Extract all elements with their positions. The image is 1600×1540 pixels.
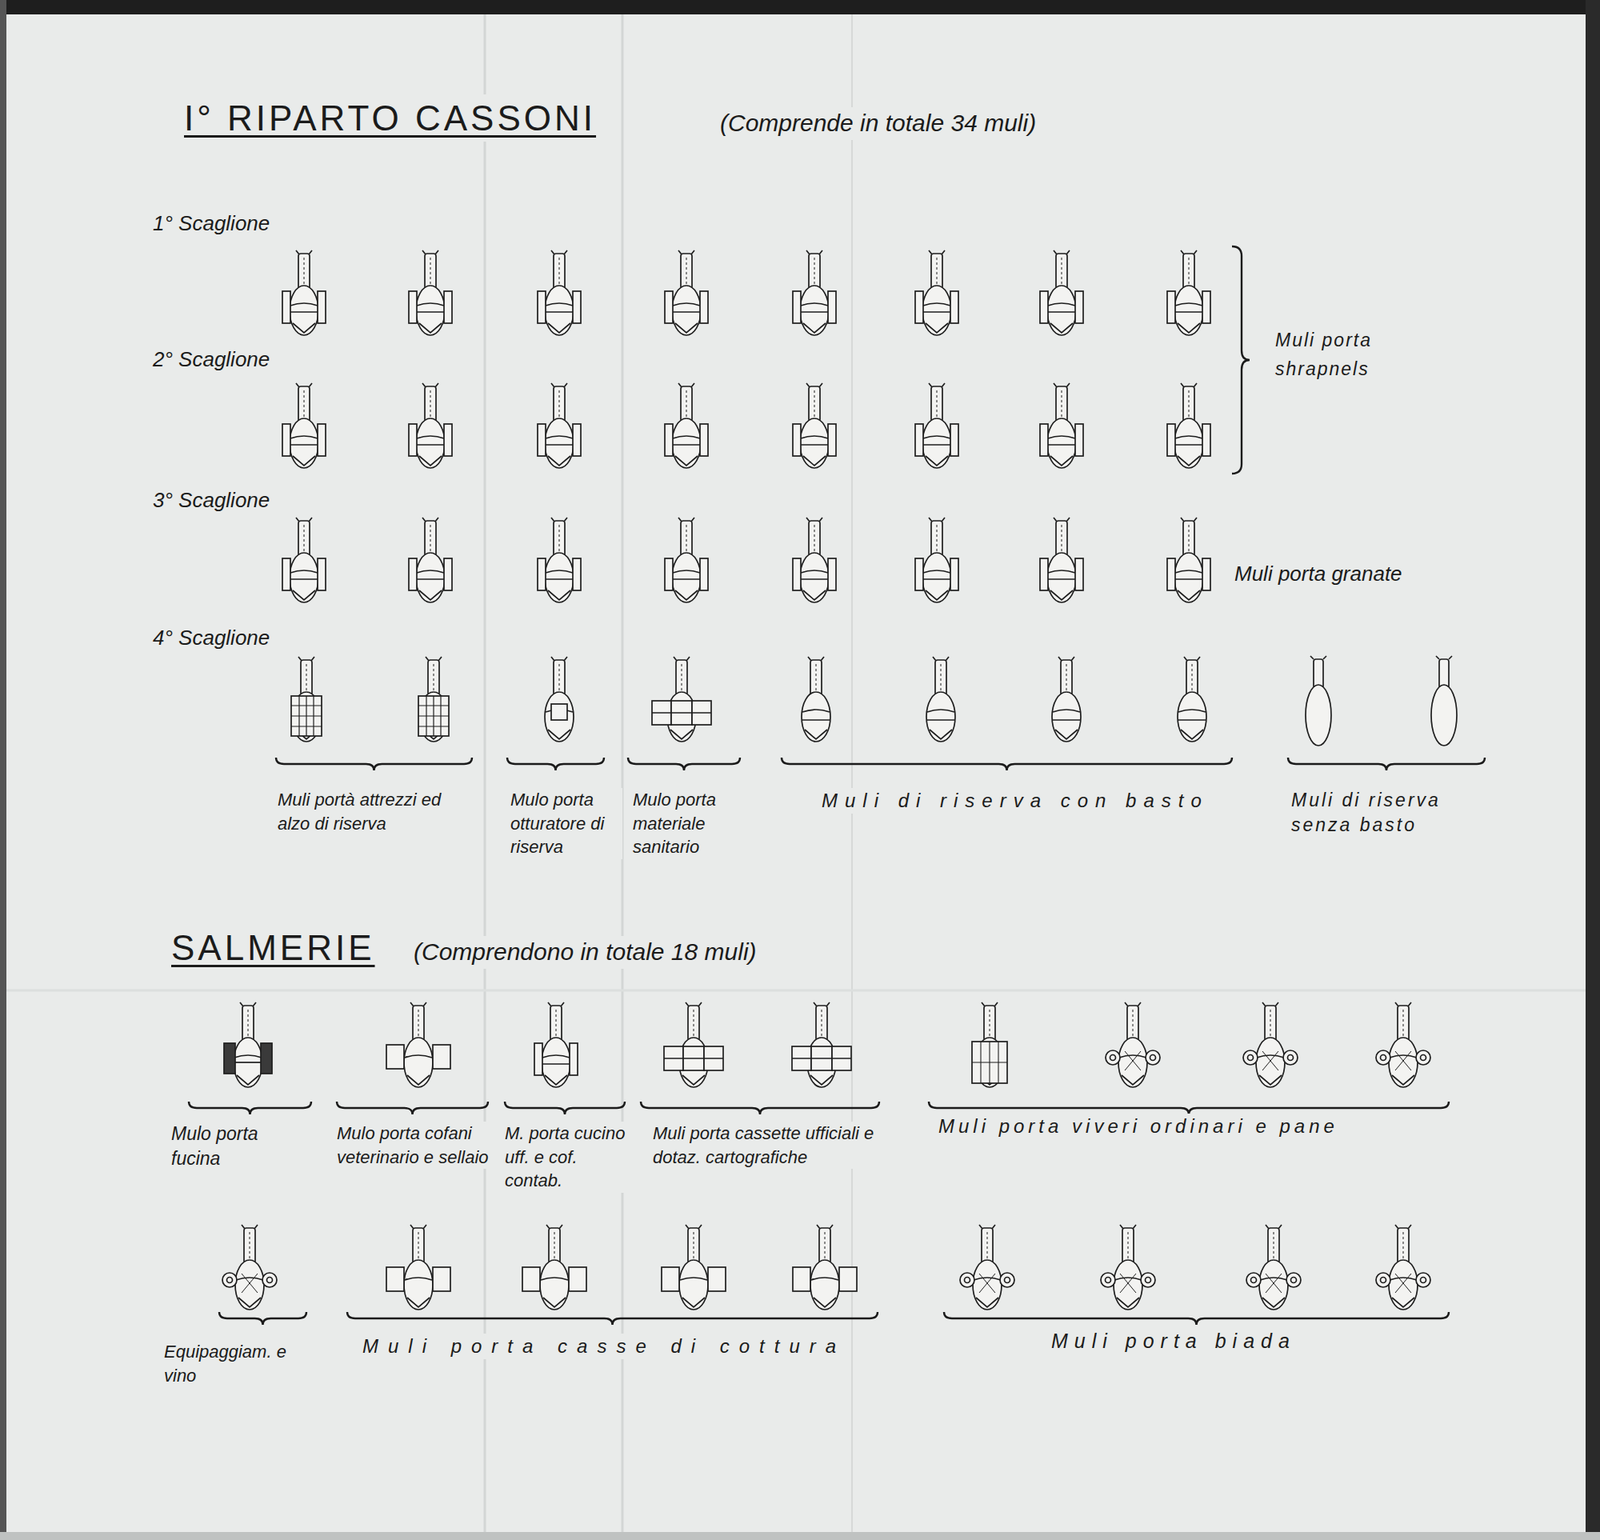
note-label: Mulo porta fucina [171, 1121, 304, 1172]
note-label: 3° Scaglione [152, 486, 270, 515]
frame-edge [0, 0, 7, 1540]
fold-line [851, 14, 853, 1532]
note-label: Muli porta viveri ordinari e pane [938, 1113, 1339, 1140]
brace [944, 1312, 1449, 1325]
note-label: Muli di riserva con basto [821, 788, 1209, 814]
note-label: 1° Scaglione [152, 209, 270, 238]
brackets [188, 246, 1485, 1325]
frame-edge [0, 1532, 1600, 1540]
brace [336, 1101, 488, 1115]
frame-edge [1585, 0, 1600, 1540]
brace [1232, 246, 1250, 474]
note-label: Muli portà attrezzi ed alzo di riserva [277, 788, 470, 836]
note-label: Mulo porta cofani veterinario e sellaio [336, 1121, 493, 1169]
note-label: Muli porta cassette ufficiali e dotaz. c… [652, 1121, 893, 1169]
note-label: Equipaggiam. e vino [164, 1340, 304, 1388]
section-title: SALMERIE [171, 924, 376, 972]
note-label: Muli di riserva senza basto [1291, 788, 1476, 838]
note-label: Mulo porta materiale sanitario [632, 788, 753, 860]
note-label: (Comprende in totale 34 muli) [720, 107, 1036, 140]
note-label: 2° Scaglione [152, 345, 270, 374]
brace [1288, 757, 1485, 771]
note-label: (Comprendono in totale 18 muli) [413, 936, 757, 969]
brace [640, 1101, 880, 1115]
brace [347, 1312, 878, 1325]
brace [504, 1101, 625, 1115]
note-label: 4° Scaglione [152, 624, 270, 652]
mule-figures [222, 250, 1457, 1310]
section-title: I° RIPARTO CASSONI [184, 94, 596, 142]
brace [507, 757, 604, 771]
brace [781, 757, 1232, 771]
fold-line [621, 14, 624, 1532]
brace [188, 1101, 312, 1115]
note-label: Mulo porta otturatore di riserva [510, 788, 623, 860]
brace [928, 1101, 1449, 1115]
brace [276, 757, 472, 771]
brace [219, 1312, 307, 1325]
brace [628, 757, 740, 771]
note-label: Muli porta shrapnels [1275, 326, 1396, 384]
note-label: M. porta cucino uff. e cof. contab. [504, 1121, 637, 1193]
fold-line [484, 14, 487, 1532]
fold-line [6, 989, 1586, 992]
note-label: Muli porta casse di cottura [362, 1333, 846, 1360]
note-label: Muli porta biada [1051, 1328, 1296, 1356]
frame-edge [0, 0, 1600, 15]
note-label: Muli porta granate [1234, 560, 1403, 588]
